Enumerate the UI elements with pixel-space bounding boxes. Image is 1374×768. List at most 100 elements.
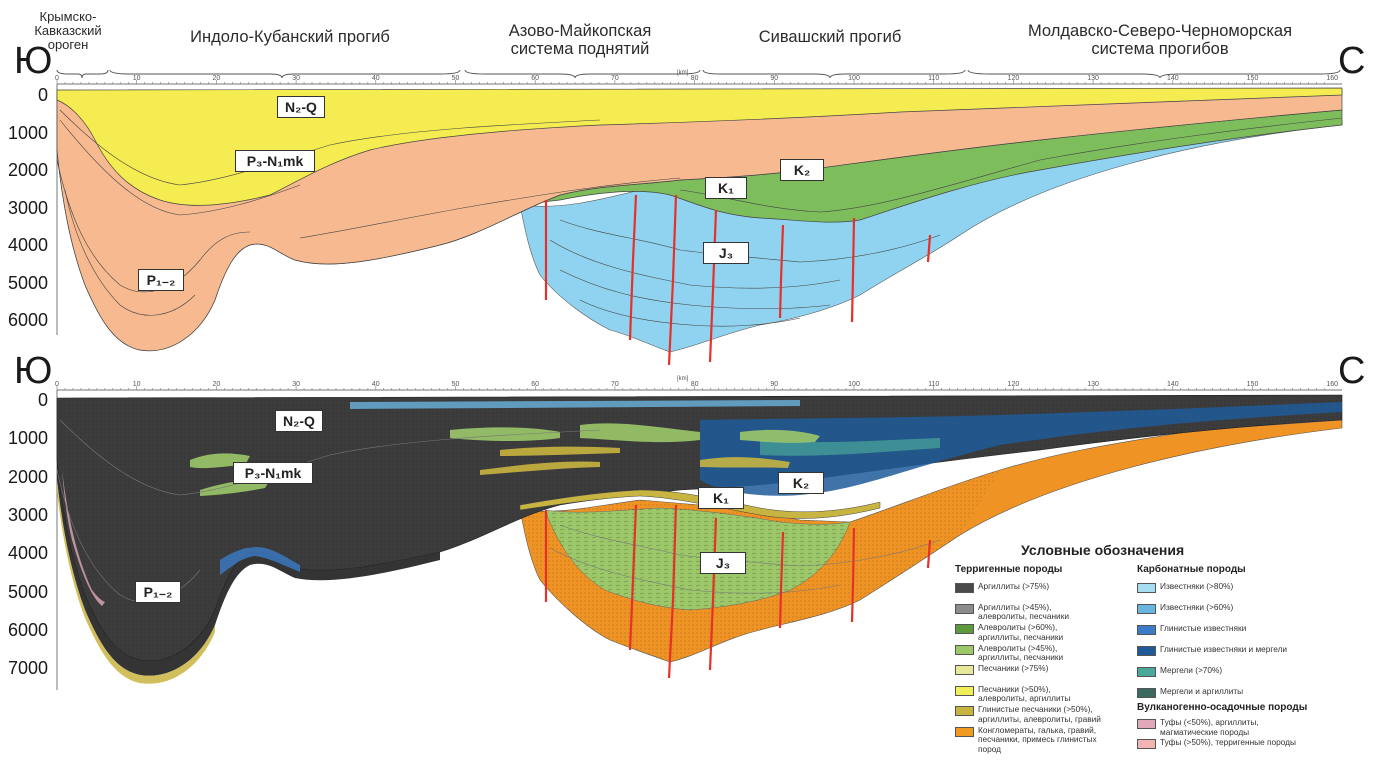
x-tick-label: 160	[1326, 75, 1339, 82]
legend-swatch	[955, 583, 974, 593]
x-tick-label: 110	[928, 381, 940, 388]
depth-tick-label: 6000	[7, 310, 48, 330]
label-k2-top: K₂	[780, 159, 824, 181]
bottom-faults	[544, 504, 932, 679]
x-tick-label: 60	[531, 381, 540, 388]
legend-item: Мергели (>70%)	[1137, 665, 1312, 696]
legend-swatch	[955, 624, 974, 634]
south-marker-top: Ю	[14, 40, 53, 82]
x-tick-label: 150	[1246, 381, 1259, 388]
bottom-carbonate-band	[700, 402, 1342, 496]
depth-tick-label: 5000	[7, 272, 48, 293]
region-moldav: Молдавско-Северо-Черноморская система пр…	[1027, 22, 1293, 58]
x-tick-label: 0	[55, 75, 59, 82]
legend-swatch	[1137, 583, 1156, 593]
x-tick-label: 10	[132, 381, 141, 388]
legend-swatch	[955, 726, 974, 737]
legend-item: Песчаники (>50%), алевролиты, аргиллиты	[955, 684, 1130, 715]
legend-label: Туфы (<50%), аргиллиты, магматические по…	[1160, 717, 1259, 737]
x-tick-label: 70	[610, 75, 619, 82]
legend-swatch	[1137, 604, 1156, 614]
x-tick-label: 20	[212, 381, 221, 388]
bottom-basin-lower	[57, 460, 440, 676]
legend-label: Мергели (>70%)	[1160, 665, 1223, 675]
x-tick-label: 130	[1087, 75, 1099, 82]
x-tick-label: 160	[1326, 381, 1339, 388]
x-tick-label: 0	[55, 381, 59, 388]
depth-tick-label: 0	[37, 390, 48, 410]
x-tick-label: 80	[690, 381, 699, 388]
north-marker-top: С	[1338, 40, 1366, 82]
x-tick-label: 40	[371, 381, 380, 388]
legend-label: Туфы (>50%), терригенные породы	[1160, 737, 1296, 747]
x-tick-label: 100	[848, 381, 860, 388]
depth-tick-label: 1000	[7, 122, 48, 143]
bottom-section	[56, 386, 1343, 690]
legend-label: Известняки (>60%)	[1160, 602, 1234, 612]
legend-swatch	[1137, 625, 1156, 635]
depth-tick-label: 2000	[7, 466, 48, 487]
x-tick-label: 150	[1246, 75, 1259, 82]
legend-item: Алевролиты (>60%), аргиллиты, песчаники	[955, 622, 1130, 653]
x-tick-label: 40	[371, 75, 380, 82]
legend-label: Алевролиты (>45%), аргиллиты, песчаники	[978, 642, 1064, 662]
label-n2q-bottom: N₂-Q	[275, 410, 323, 432]
legend-swatch	[955, 685, 974, 696]
bottom-cretaceous-band	[519, 489, 881, 519]
label-k1-top: K₁	[705, 177, 747, 199]
legend-item: Глинистые известняки и мергели	[1137, 644, 1312, 675]
x-unit-top: [km]	[677, 70, 689, 76]
x-tick-label: 140	[1166, 75, 1179, 82]
legend-label: Известняки (>80%)	[1160, 581, 1234, 591]
legend-swatch	[1137, 739, 1156, 749]
legend-volcanic-heading: Вулканогенно-осадочные породы	[1137, 702, 1308, 713]
label-j3-top: J₃	[703, 242, 749, 264]
legend-label: Конгломераты, галька, гравий, песчаники,…	[978, 724, 1097, 754]
x-unit-bottom: [km]	[677, 376, 689, 382]
x-tick-label: 50	[451, 75, 460, 82]
region-azov: Азово-Майкопская система поднятий	[508, 22, 652, 58]
top-section	[56, 69, 1343, 366]
legend-swatch	[955, 706, 974, 716]
legend-swatch	[955, 665, 974, 675]
label-p12-top: P₁₋₂	[138, 269, 184, 291]
label-k1-bottom: K₁	[698, 487, 744, 509]
legend-item: Аргиллиты (>75%)	[955, 581, 1130, 612]
north-marker-bottom: С	[1338, 350, 1366, 392]
x-tick-label: 30	[292, 75, 300, 82]
x-tick-label: 130	[1087, 381, 1099, 388]
legend-label: Мергели и аргиллиты	[1160, 686, 1244, 696]
top-faults	[544, 194, 932, 366]
legend-swatch	[955, 644, 974, 655]
x-tick-label: 140	[1166, 381, 1179, 388]
x-tick-label: 60	[531, 75, 540, 82]
depth-tick-label: 1000	[7, 428, 48, 449]
label-p3n1mk-bottom: P₃-N₁mk	[233, 462, 313, 484]
depth-tick-label: 5000	[7, 581, 48, 602]
legend-carbonate-heading: Карбонатные породы	[1137, 564, 1246, 575]
legend-label: Глинистые известняки и мергели	[1160, 644, 1288, 654]
legend-item: Глинистые известняки	[1137, 623, 1312, 654]
legend-title: Условные обозначения	[1021, 542, 1185, 558]
legend-item: Известняки (>80%)	[1137, 581, 1312, 612]
region-brackets	[56, 69, 1341, 79]
x-tick-label: 90	[770, 381, 779, 388]
legend-item: Конгломераты, галька, гравий, песчаники,…	[955, 724, 1130, 756]
x-tick-label: 120	[1007, 381, 1020, 388]
label-p3n1mk-top: P₃-N₁mk	[235, 150, 315, 172]
x-tick-label: 80	[690, 75, 699, 82]
label-p12-bottom: P₁₋₂	[135, 581, 181, 603]
legend-swatch	[1137, 688, 1156, 698]
legend: Условные обозначения Терригенные породы …	[955, 540, 1360, 755]
x-tick-label: 50	[451, 381, 460, 388]
legend-item: Аргиллиты (>45%), алевролиты, песчаники	[955, 602, 1130, 633]
south-marker-bottom: Ю	[14, 350, 53, 392]
label-n2q-top: N₂-Q	[277, 96, 325, 118]
legend-item: Известняки (>60%)	[1137, 602, 1312, 633]
depth-tick-label: 0	[37, 85, 48, 105]
legend-label: Аргиллиты (>75%)	[978, 581, 1050, 591]
depth-tick-label: 2000	[7, 160, 48, 180]
depth-tick-label: 4000	[7, 235, 48, 255]
depth-tick-label: 3000	[7, 504, 48, 525]
legend-item: Глинистые песчаники (>50%), аргиллиты, а…	[955, 704, 1130, 735]
